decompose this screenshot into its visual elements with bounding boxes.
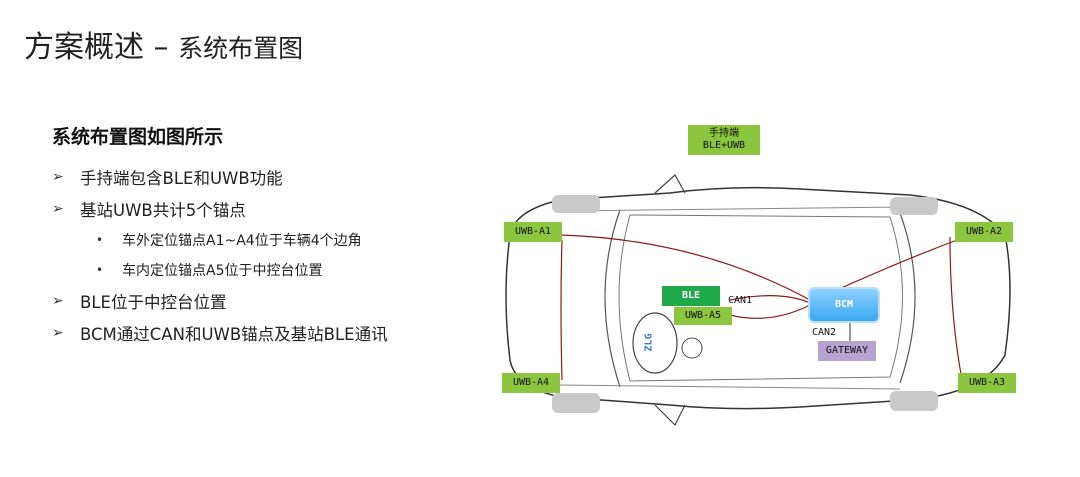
gear-knob-icon	[681, 337, 703, 359]
handheld-line2: BLE+UWB	[702, 140, 746, 151]
content-heading: 系统布置图如图所示	[52, 126, 224, 148]
uwb-a5-anchor: UWB-A5	[674, 307, 732, 325]
can2-label: CAN2	[812, 327, 837, 338]
bullet-item: ➢ BCM通过CAN和UWB锚点及基站BLE通讯	[52, 317, 472, 349]
wheel-rear-top	[890, 197, 938, 215]
wheel-front-bottom	[552, 393, 600, 413]
wire-a3	[949, 236, 963, 381]
arrow-bullet-icon: ➢	[52, 201, 64, 217]
uwb-a3-anchor: UWB-A3	[958, 373, 1016, 393]
arrow-bullet-icon: ➢	[52, 325, 64, 341]
car-left-side	[559, 206, 901, 212]
wheel-front-top	[552, 195, 600, 213]
bullet-text: 基站UWB共计5个锚点	[80, 201, 246, 220]
arrow-bullet-icon: ➢	[52, 169, 64, 185]
uwb-a4-anchor: UWB-A4	[502, 373, 560, 393]
bullet-text: BLE位于中控台位置	[80, 293, 227, 312]
bullet-text: BCM通过CAN和UWB锚点及基站BLE通讯	[80, 325, 388, 344]
sub-bullet-item: • 车内定位锚点A5位于中控台位置	[52, 255, 472, 285]
wire-a1	[561, 234, 811, 301]
car-outline	[505, 174, 1011, 427]
wire-a4	[560, 239, 563, 381]
bullet-item: ➢ BLE位于中控台位置	[52, 285, 472, 317]
wire-ble-bcm	[729, 295, 811, 304]
car-windshield	[604, 209, 621, 388]
arrow-bullet-icon: ➢	[52, 293, 64, 309]
uwb-a1-anchor: UWB-A1	[504, 222, 562, 242]
bullet-text: 手持端包含BLE和UWB功能	[80, 169, 283, 188]
sub-bullet-text: 车内定位锚点A5位于中控台位置	[122, 263, 323, 279]
steering-wheel-icon	[632, 312, 678, 374]
car-right-side	[559, 384, 901, 390]
bullet-item: ➢ 手持端包含BLE和UWB功能	[52, 161, 472, 193]
title-sub: 系统布置图	[178, 34, 304, 63]
dot-bullet-icon: •	[96, 233, 104, 247]
can1-label: CAN1	[728, 295, 753, 306]
ble-module: BLE	[662, 286, 720, 306]
uwb-a2-anchor: UWB-A2	[955, 222, 1013, 242]
wire-a5-bcm	[729, 304, 811, 319]
content-panel: 系统布置图如图所示 ➢ 手持端包含BLE和UWB功能 ➢ 基站UWB共计5个锚点…	[52, 122, 472, 349]
dot-bullet-icon: •	[96, 263, 104, 277]
handheld-label: 手持端 BLE+UWB	[688, 125, 760, 155]
title-main: 方案概述 –	[24, 30, 169, 65]
mirror-bottom	[654, 404, 686, 427]
sub-bullet-item: • 车外定位锚点A1~A4位于车辆4个边角	[52, 225, 472, 255]
slide-title: 方案概述 – 系统布置图	[24, 22, 303, 66]
car-roof	[618, 214, 903, 382]
car-rear-window	[899, 212, 916, 384]
wheel-rear-bottom	[890, 391, 938, 411]
car-body	[505, 186, 1011, 410]
handheld-line1: 手持端	[709, 128, 739, 139]
zlg-logo: ZLG	[643, 333, 655, 352]
system-layout-diagram: 手持端 BLE+UWB UWB-A1 UWB-A2 UWB-A3 UWB-A4 …	[470, 115, 1030, 455]
bullet-item: ➢ 基站UWB共计5个锚点	[52, 193, 472, 225]
bcm-module: BCM	[808, 287, 880, 323]
mirror-top	[654, 174, 686, 194]
gateway-module: GATEWAY	[818, 341, 876, 361]
sub-bullet-text: 车外定位锚点A1~A4位于车辆4个边角	[122, 233, 362, 249]
